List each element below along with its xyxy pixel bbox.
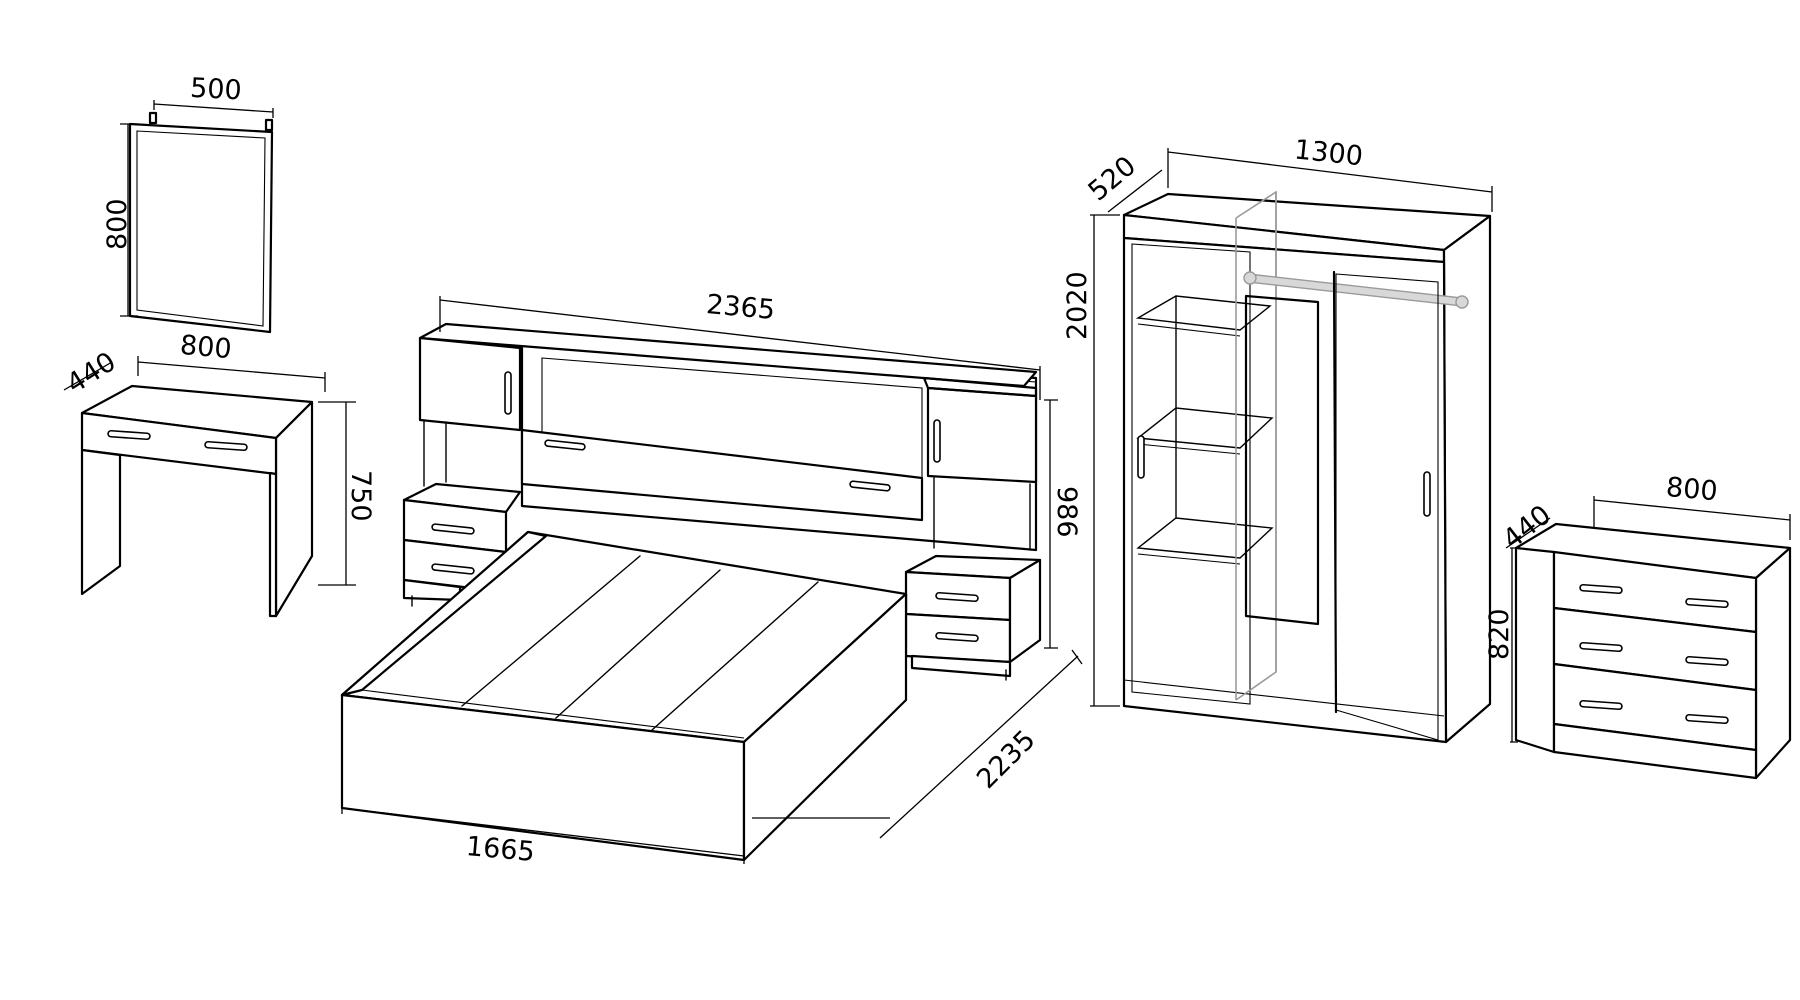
vanity-height-dimension: 750 — [318, 401, 376, 586]
dresser-plinth — [1552, 722, 1758, 780]
wardrobe-right-handle — [1423, 471, 1431, 517]
dresser-width-dimension: 800 — [1593, 472, 1791, 540]
mirror-height-label: 800 — [102, 198, 133, 250]
headboard-top-shelf — [418, 322, 1038, 388]
vanity-depth-label: 440 — [61, 346, 121, 400]
wardrobe-width-dimension: 1300 — [1167, 134, 1493, 212]
vanity-handle-right — [204, 440, 248, 452]
wardrobe-height-label: 2020 — [1062, 271, 1093, 340]
wardrobe-front — [1122, 236, 1448, 744]
bed-width-label: 1665 — [465, 831, 536, 868]
left-nightstand-handle-2 — [431, 563, 475, 575]
flap-handle-right — [849, 480, 891, 492]
wardrobe-shelf-3 — [1136, 517, 1274, 559]
right-cabinet-post — [933, 477, 1031, 549]
bed-width-dimension: 1665 — [341, 774, 745, 868]
chest-of-drawers — [1514, 522, 1792, 780]
dresser-handle-1-right — [1685, 597, 1729, 609]
bed-length-label: 2235 — [971, 724, 1042, 795]
wardrobe-height-dimension: 2020 — [1062, 214, 1120, 707]
bed-frame — [340, 530, 908, 862]
wardrobe-left-handle — [1137, 435, 1145, 479]
mirror-glass — [136, 130, 266, 327]
dresser-side — [1754, 546, 1792, 780]
flap-handle-left — [544, 439, 586, 451]
headboard-width-label: 2365 — [705, 289, 776, 326]
right-cabinet-handle — [933, 419, 941, 463]
vanity-height-label: 750 — [345, 470, 376, 522]
vanity-leg-right — [268, 471, 278, 618]
wardrobe-mirror — [1244, 294, 1320, 626]
dresser-handle-3-left — [1579, 699, 1623, 711]
vanity-depth-dimension: 440 — [61, 346, 121, 400]
wardrobe-side — [1442, 214, 1492, 744]
right-nightstand-handle-1 — [935, 591, 979, 603]
mirror-hook-right — [264, 118, 274, 132]
bed-rail-left — [340, 530, 548, 697]
dresser-handle-2-left — [1579, 641, 1623, 653]
headboard-height-label: 986 — [1051, 486, 1082, 538]
wardrobe-depth-label: 520 — [1083, 150, 1142, 207]
bed-headboard — [402, 322, 1042, 681]
dresser-width-label: 800 — [1665, 472, 1719, 507]
mirror-frame — [128, 122, 274, 334]
dresser-height-label: 820 — [1484, 608, 1515, 660]
wardrobe — [1122, 190, 1492, 744]
dresser-left-side — [1514, 546, 1556, 754]
mirror-width-label: 500 — [189, 73, 242, 107]
dresser-handle-2-right — [1685, 655, 1729, 667]
mirror-hook-left — [148, 111, 158, 125]
wardrobe-left-frame — [1131, 243, 1251, 705]
left-cabinet-post — [423, 419, 447, 487]
dresser-handle-1-left — [1579, 583, 1623, 595]
headboard-height-dimension: 986 — [1044, 399, 1082, 649]
bed-slat-3 — [651, 581, 819, 731]
right-nightstand-side — [1008, 558, 1042, 664]
left-nightstand-handle-1 — [431, 523, 475, 535]
bed-slat-2 — [555, 569, 721, 719]
vanity-width-dimension: 800 — [137, 330, 326, 392]
vanity-leg-left — [80, 448, 122, 596]
dresser-handle-3-right — [1685, 713, 1729, 725]
right-wall-cabinet — [926, 386, 1038, 484]
vanity-width-label: 800 — [179, 330, 233, 365]
wardrobe-shelf-1 — [1135, 295, 1272, 331]
headboard-width-dimension: 2365 — [439, 289, 1041, 400]
bed-slat-1 — [461, 555, 641, 707]
wall-mirror — [128, 111, 274, 334]
headboard-flap — [520, 428, 924, 522]
left-cabinet-handle — [504, 371, 512, 415]
vanity-side-right — [274, 400, 314, 618]
left-wall-cabinet — [418, 336, 522, 432]
vanity-handle-left — [107, 429, 151, 441]
mirror-width-dimension: 500 — [153, 73, 274, 118]
wardrobe-shelf-2 — [1136, 407, 1274, 449]
wardrobe-width-label: 1300 — [1293, 134, 1365, 172]
mirror-height-dimension: 800 — [102, 123, 138, 317]
right-nightstand-handle-2 — [935, 631, 979, 643]
right-cabinet-top — [922, 376, 1038, 398]
dresser-height-dimension: 820 — [1484, 547, 1518, 743]
vanity-table — [80, 384, 314, 618]
